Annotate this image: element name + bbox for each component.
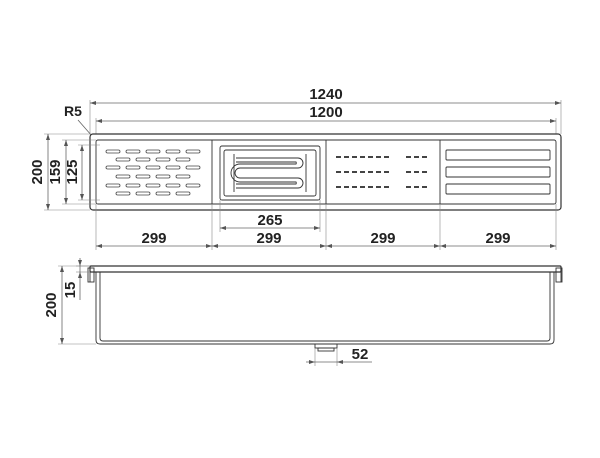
dim-inner-length: 1200 (95, 104, 557, 140)
label-299-b: 299 (256, 230, 281, 247)
dim-width-125: 125 (64, 144, 100, 201)
accessory-perforated-tray (105, 149, 201, 196)
dim-corner-radius: R5 (64, 103, 93, 137)
accessory-roller-mat (445, 149, 551, 195)
accessory-wire-basket (219, 145, 321, 201)
dim-lip-15: 15 (62, 258, 90, 300)
dim-depth-200: 200 (43, 265, 96, 345)
label-159: 159 (47, 159, 64, 184)
label-200-top: 200 (29, 159, 46, 184)
dim-width-159: 159 (47, 139, 96, 205)
side-view: 200 15 52 (43, 258, 563, 366)
label-299-d: 299 (485, 230, 510, 247)
label-299-c: 299 (370, 230, 395, 247)
sink-body (95, 272, 555, 345)
label-15: 15 (62, 282, 79, 299)
dim-drain-52: 52 (306, 346, 372, 366)
label-265: 265 (257, 212, 282, 229)
sink-flange (89, 265, 562, 273)
label-52: 52 (352, 346, 369, 363)
top-view: 1240 1200 R5 200 (29, 86, 562, 250)
dim-overall-length: 1240 (89, 86, 562, 134)
dim-inset-265: 265 (219, 200, 321, 232)
label-1200: 1200 (309, 104, 342, 121)
label-125: 125 (64, 159, 81, 184)
accessory-slotted-board (336, 156, 430, 188)
drain-outlet (314, 343, 338, 352)
label-r5: R5 (64, 103, 82, 119)
label-299-a: 299 (141, 230, 166, 247)
dim-sections: 299 299 299 299 (95, 204, 557, 250)
label-1240: 1240 (309, 86, 342, 103)
label-200-side: 200 (43, 292, 60, 317)
sink-rim (89, 133, 562, 211)
dim-width-200-top: 200 (29, 133, 90, 211)
